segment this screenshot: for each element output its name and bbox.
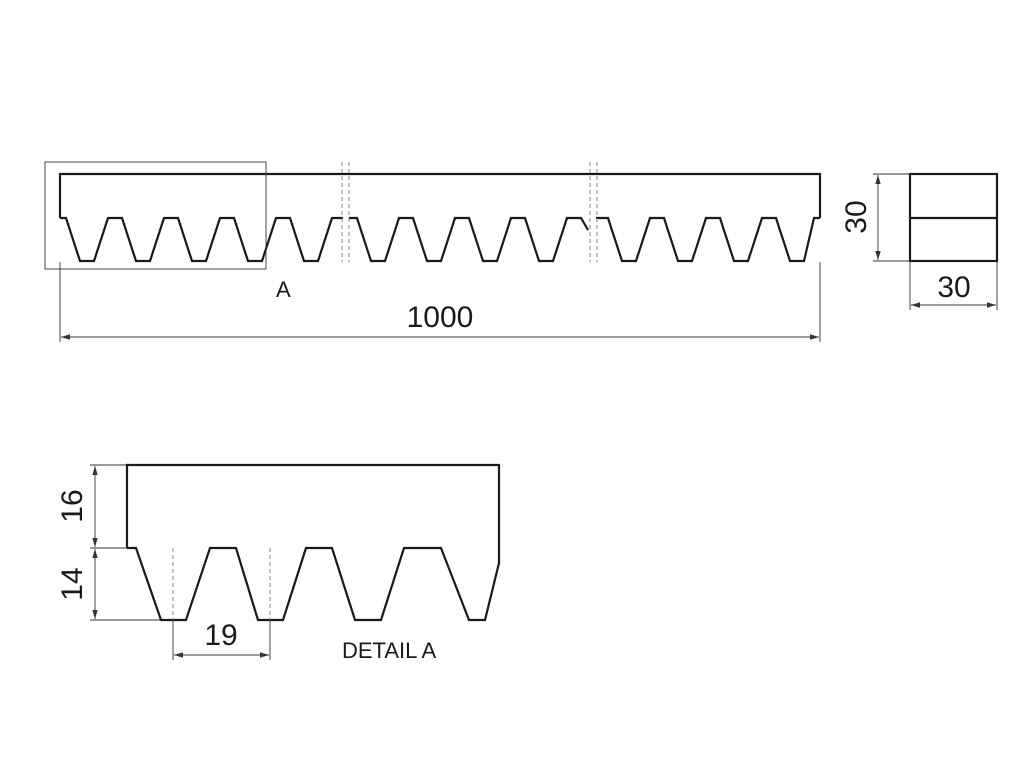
detail-tooth-text: 14 (56, 567, 89, 600)
detail-title: DETAIL A (342, 638, 436, 663)
detail-pitch-dimension: 19 (172, 619, 271, 660)
detail-outline (125, 463, 501, 622)
detail-a-view: 16 14 19 DETAIL A (56, 463, 501, 663)
side-width-dimension: 30 (909, 261, 998, 310)
length-dimension-text: 1000 (407, 301, 474, 334)
detail-callout-label: A (276, 277, 291, 302)
side-height-text: 30 (840, 200, 873, 233)
detail-upper-text: 16 (56, 489, 89, 522)
side-height-dimension: 30 (840, 173, 910, 262)
break-lines (341, 162, 598, 262)
detail-a-frame (44, 161, 267, 270)
detail-pitch-guides (172, 548, 271, 620)
length-dimension: 1000 (59, 262, 821, 342)
side-width-text: 30 (937, 271, 970, 304)
rack-side-view: 30 30 (840, 172, 999, 310)
rack-outline (58, 172, 822, 263)
detail-tooth-dimension: 14 (56, 549, 161, 621)
rack-main-view: A 1000 (44, 161, 822, 342)
detail-pitch-text: 19 (204, 619, 237, 652)
detail-upper-dimension: 16 (56, 464, 127, 549)
